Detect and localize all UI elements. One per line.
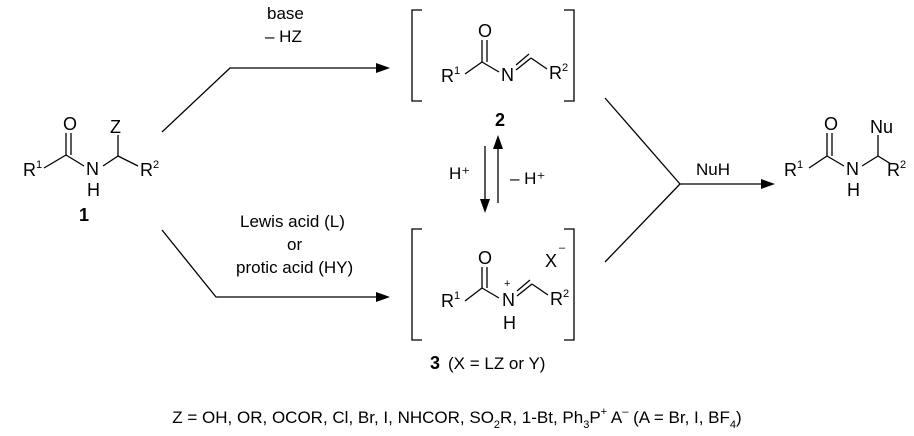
r1-group: R1 xyxy=(441,65,460,86)
bracket-right xyxy=(564,228,575,341)
reagent-or: or xyxy=(287,235,302,254)
counter-ion-x: X xyxy=(545,251,557,271)
bond-n-ch xyxy=(861,155,879,167)
bond-ch-r2 xyxy=(117,155,139,167)
arrow-base xyxy=(161,63,390,133)
bond-r1-c xyxy=(464,61,483,75)
r2-group: R2 xyxy=(549,62,568,83)
footnote-z-definitions: Z = OH, OR, OCOR, Cl, Br, I, NHCOR, SO2R… xyxy=(172,406,741,431)
bond-n-ch-b xyxy=(515,53,530,66)
bond-ch-r2 xyxy=(531,283,549,296)
z-group: Z xyxy=(110,117,121,137)
r2-group: R2 xyxy=(550,288,569,309)
oxygen-atom: O xyxy=(824,114,838,134)
bracket-left xyxy=(411,9,422,102)
bond-c-n xyxy=(826,155,845,167)
bond-n-ch-b xyxy=(516,279,531,292)
reagent-base: base xyxy=(267,4,304,23)
r1-group: R1 xyxy=(23,159,42,180)
reagent-minus-h-plus: – H⁺ xyxy=(510,169,545,188)
nitrogen-charge: + xyxy=(504,278,510,290)
hydrogen-atom: H xyxy=(847,180,860,200)
bracket-left xyxy=(411,228,422,341)
bond-r1-c xyxy=(808,155,828,169)
bond-r1-c xyxy=(43,154,67,169)
compound-3-label: 3 xyxy=(430,353,440,373)
reagent-protic-acid: protic acid (HY) xyxy=(236,258,353,277)
bond-n-ch xyxy=(102,155,119,167)
bond-c-n xyxy=(481,61,500,73)
bond-ch-r2 xyxy=(877,155,892,165)
bracket-right xyxy=(564,9,575,102)
oxygen-atom: O xyxy=(63,114,77,134)
arrow-acid xyxy=(161,229,390,302)
nitrogen-atom: N xyxy=(86,159,99,179)
product: O Nu N H R1 R2 xyxy=(784,114,906,200)
equilibrium-arrows xyxy=(480,135,503,213)
arrow-nucleophile xyxy=(604,97,775,263)
compound-2-label: 2 xyxy=(495,110,505,130)
compound-2: O N R1 R2 2 xyxy=(411,9,575,130)
oxygen-atom: O xyxy=(478,248,492,268)
compound-1: O Z N H R1 R2 1 xyxy=(23,114,159,225)
bond-n-ch-a xyxy=(516,283,533,297)
r1-group: R1 xyxy=(441,290,460,311)
counter-ion-charge: – xyxy=(559,242,566,254)
reagent-h-plus: H⁺ xyxy=(449,164,470,183)
hydrogen-atom: H xyxy=(503,313,516,333)
compound-3-note: (X = LZ or Y) xyxy=(448,354,545,373)
reagent-minus-hz: – HZ xyxy=(265,27,302,46)
nucleophile-group: Nu xyxy=(870,117,893,137)
hydrogen-atom: H xyxy=(87,180,100,200)
reagent-nuh: NuH xyxy=(696,160,730,179)
bond-c-n xyxy=(481,287,500,299)
bond-c-n xyxy=(65,154,85,167)
bond-n-ch-a xyxy=(515,57,532,71)
compound-3: O N + H X – R1 R2 3 (X = LZ or Y) xyxy=(411,228,575,373)
nitrogen-atom: N xyxy=(846,159,859,179)
bond-ch-r2 xyxy=(530,57,548,70)
compound-1-label: 1 xyxy=(79,205,89,225)
oxygen-atom: O xyxy=(478,21,492,41)
nitrogen-atom: N xyxy=(502,290,515,310)
r1-group: R1 xyxy=(784,159,803,180)
r2-group: R2 xyxy=(140,159,159,180)
nitrogen-atom: N xyxy=(501,65,514,85)
bond-r1-c xyxy=(464,287,483,302)
reagent-lewis-acid: Lewis acid (L) xyxy=(240,212,345,231)
r2-group: R2 xyxy=(887,159,906,180)
